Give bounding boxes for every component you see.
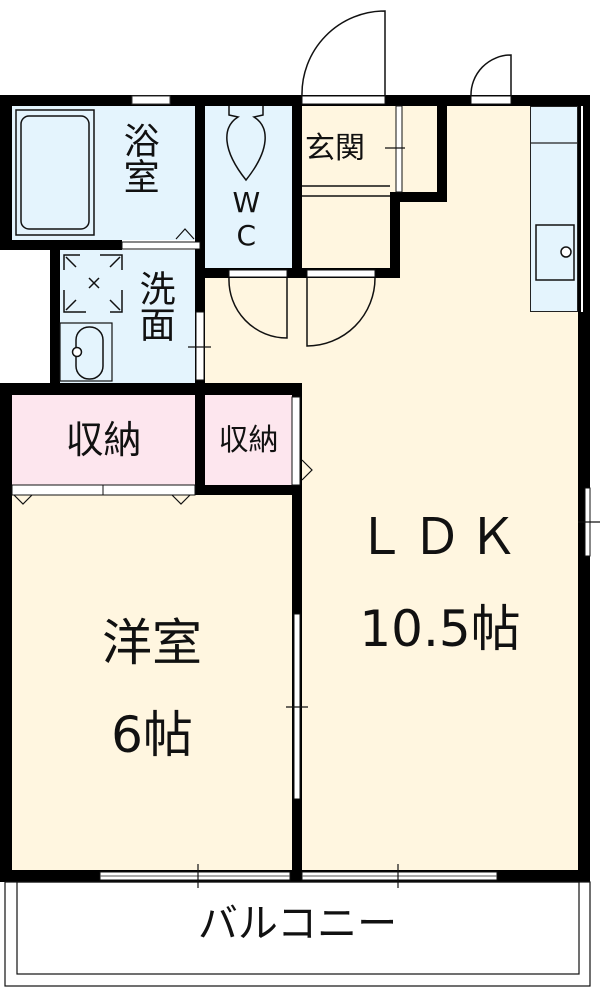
washroom-room	[60, 250, 195, 383]
western-room-size: 6帖	[111, 706, 193, 764]
toilet-icon	[226, 106, 266, 182]
wall-left-lower	[0, 383, 12, 882]
storage-large-label: 収納	[65, 418, 142, 462]
meter-box-door[interactable]	[470, 95, 512, 105]
wash-basin-icon	[59, 322, 113, 382]
washing-machine-icon	[63, 254, 123, 313]
ldk-size: 10.5帖	[359, 600, 521, 658]
wall-entrance-right	[390, 192, 400, 278]
wall-closet-bottom	[390, 192, 447, 202]
wall-closet-right	[437, 95, 447, 202]
storage-small-label: 収納	[218, 423, 279, 458]
wall-left-mid	[50, 240, 60, 393]
kitchen-counter	[530, 106, 578, 312]
wall-bath-bottom	[0, 240, 122, 250]
wc-door[interactable]	[228, 269, 288, 278]
bath-label: 浴室	[117, 122, 159, 194]
ldk-label: ＬＤＫ	[356, 508, 524, 566]
bath-door[interactable]	[121, 241, 201, 250]
bathtub-icon	[15, 109, 95, 236]
wall-wc-entrance	[292, 95, 302, 278]
wc-label: WC	[229, 186, 263, 252]
entrance-label: 玄関	[305, 131, 365, 166]
western-room-label: 洋室	[102, 614, 202, 672]
shoe-closet-door[interactable]	[395, 105, 403, 193]
western-room	[12, 495, 292, 870]
balcony-label: バルコニー	[197, 901, 398, 947]
wc-room	[205, 106, 292, 268]
hall-area	[205, 278, 302, 383]
hall-door[interactable]	[306, 269, 376, 278]
wall-left-upper	[0, 95, 12, 250]
wall-storage-divider	[195, 383, 205, 495]
wall-washroom-bottom	[0, 383, 302, 395]
storage-large-room	[12, 395, 195, 485]
bath-window	[131, 95, 171, 105]
storage-small-door[interactable]	[291, 396, 301, 486]
entrance-door[interactable]	[301, 95, 386, 105]
wall-storage-bottom	[195, 485, 302, 495]
bath-room	[12, 106, 195, 240]
washroom-door[interactable]	[195, 311, 205, 381]
sink-icon	[535, 224, 575, 281]
storage-small-room	[205, 395, 292, 485]
washroom-label: 洗面	[133, 270, 175, 342]
